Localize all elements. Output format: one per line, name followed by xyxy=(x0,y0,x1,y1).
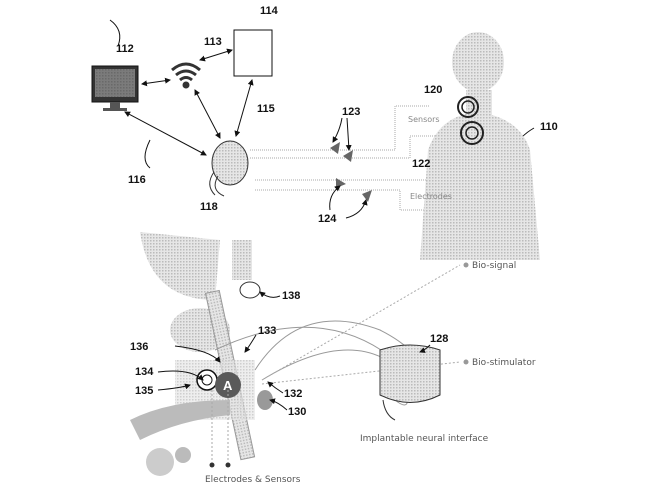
caption-electrodes: Electrodes xyxy=(410,192,452,201)
ref-113: 113 xyxy=(204,36,222,48)
ref-122: 122 xyxy=(412,158,430,170)
ref-132: 132 xyxy=(284,388,302,400)
ref-120: 120 xyxy=(424,84,442,96)
signal-markers xyxy=(330,142,372,202)
ref-110: 110 xyxy=(540,121,558,133)
ref-118: 118 xyxy=(200,201,218,213)
implant-device xyxy=(380,345,440,420)
caption-sensors: Sensors xyxy=(408,115,440,124)
monitor-icon xyxy=(92,66,138,111)
caption-bio-stimulator: Bio-stimulator xyxy=(472,358,536,368)
ref-112: 112 xyxy=(116,43,134,55)
wifi-icon xyxy=(172,64,200,87)
ref-116: 116 xyxy=(128,174,146,186)
ref-123: 123 xyxy=(342,106,360,118)
ref-135: 135 xyxy=(135,385,153,397)
ref-134: 134 xyxy=(135,366,154,378)
ref-130: 130 xyxy=(288,406,306,418)
server-box xyxy=(234,30,272,76)
ref-138: 138 xyxy=(282,290,300,302)
ref-115: 115 xyxy=(257,103,275,115)
caption-electrodes-sensors: Electrodes & Sensors xyxy=(205,475,301,485)
controller-device xyxy=(210,141,248,196)
caption-implantable-neural-interface: Implantable neural interface xyxy=(360,434,489,444)
ref-124: 124 xyxy=(318,213,337,225)
ref-128: 128 xyxy=(430,333,448,345)
caption-bio-signal: Bio-signal xyxy=(472,261,516,271)
region-a-label: A xyxy=(223,378,233,393)
ref-133: 133 xyxy=(258,325,276,337)
ref-136: 136 xyxy=(130,341,148,353)
ref-114: 114 xyxy=(260,5,279,17)
pelvic-anatomy xyxy=(130,232,273,476)
human-body-figure xyxy=(420,32,540,260)
